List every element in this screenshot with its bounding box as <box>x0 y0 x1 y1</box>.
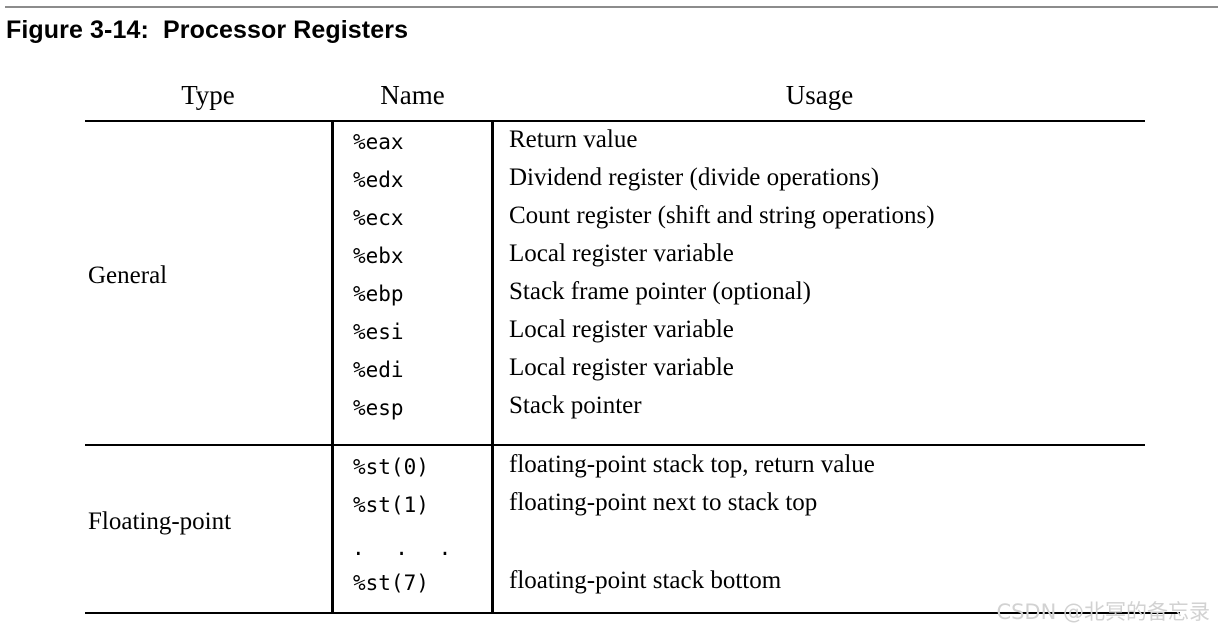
column-header-name: Name <box>380 80 445 110</box>
table-row: %esp <box>353 396 404 420</box>
table-row: floating-point stack bottom <box>509 567 782 594</box>
table-row: %esi <box>353 320 404 344</box>
table-top-rule <box>85 120 1145 122</box>
table-row: %edi <box>353 358 404 382</box>
top-divider-rule <box>5 6 1218 8</box>
table-row: Count register (shift and string operati… <box>509 202 935 229</box>
table-row: %ebp <box>353 282 404 306</box>
table-row: %st(1) <box>353 493 429 517</box>
table-row: %eax <box>353 130 404 154</box>
table-row: Local register variable <box>509 354 734 381</box>
table-row: Local register variable <box>509 240 734 267</box>
csdn-watermark: CSDN @北冥的备忘录 <box>996 600 1210 624</box>
table-row: Local register variable <box>509 316 734 343</box>
section-label-general: General <box>88 262 168 289</box>
table-section-rule <box>85 444 1145 446</box>
table-row: %edx <box>353 168 404 192</box>
table-row: floating-point stack top, return value <box>509 451 875 478</box>
table-row: Return value <box>509 126 638 153</box>
table-row: %st(0) <box>353 455 429 479</box>
table-row: floating-point next to stack top <box>509 489 818 516</box>
table-column-rule-name <box>331 120 334 612</box>
table-row: Stack pointer <box>509 392 642 419</box>
table-row: Dividend register (divide operations) <box>509 164 880 191</box>
table-row: %st(7) <box>353 571 429 595</box>
figure-caption: Figure 3-14: Processor Registers <box>6 16 409 44</box>
table-row: %ebx <box>353 244 404 268</box>
table-column-rule-usage <box>491 120 494 612</box>
table-row: Stack frame pointer (optional) <box>509 278 811 305</box>
column-header-type: Type <box>181 80 235 110</box>
table-bottom-rule <box>85 612 1180 614</box>
table-row-ellipsis: . . . <box>352 536 461 560</box>
table-row: %ecx <box>353 206 404 230</box>
column-header-usage: Usage <box>785 80 854 110</box>
section-label-floating-point: Floating-point <box>88 508 232 535</box>
